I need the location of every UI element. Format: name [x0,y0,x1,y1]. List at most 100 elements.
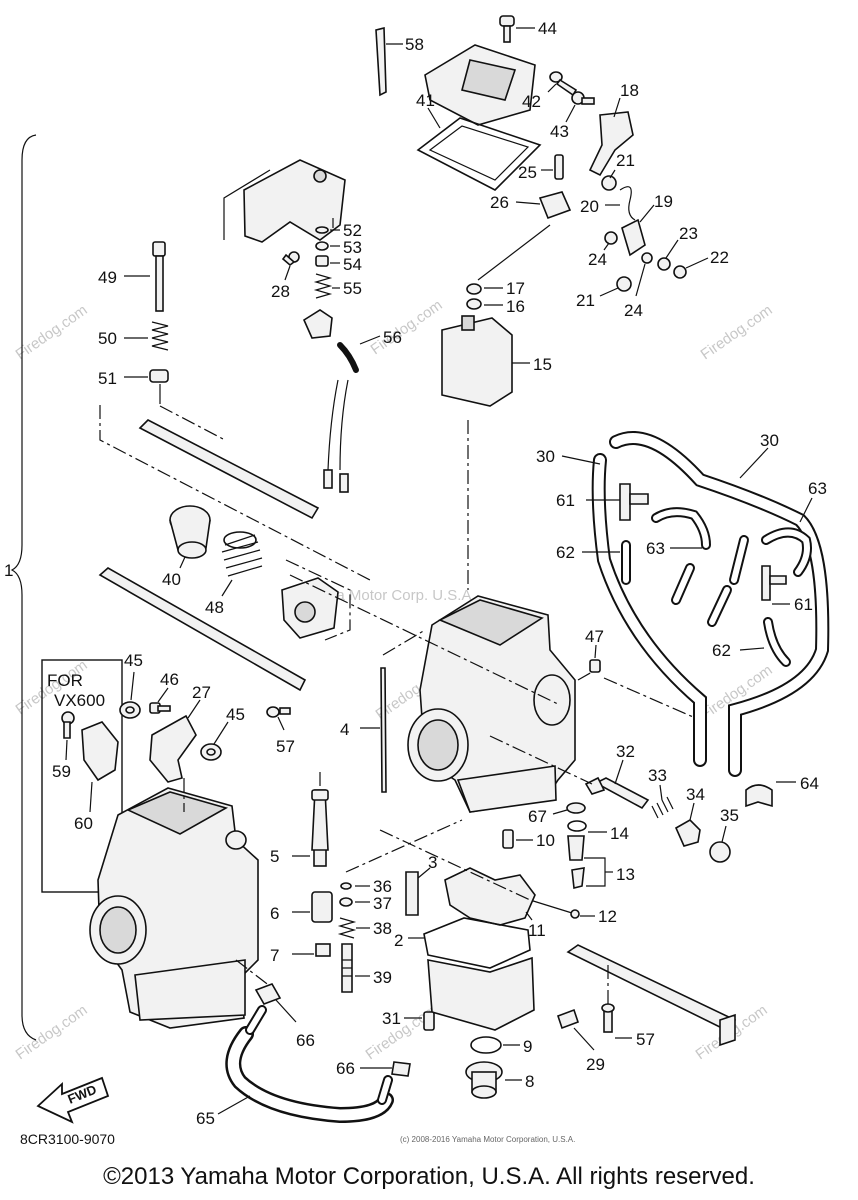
callout-12: 12 [598,907,617,926]
part-63-hose-a [651,507,711,550]
callout-45-a: 45 [124,651,143,670]
watermark-firedog-1: Firedog.com [368,297,446,359]
part-61-joint-b [761,565,787,601]
part-33-spring [651,796,674,819]
fwd-arrow-icon: FWD [36,1076,110,1124]
callout-49: 49 [98,268,117,287]
callout-27: 27 [192,683,211,702]
part-float-bowl [427,956,535,1031]
part-66-joint-a [245,983,282,1035]
part-25-screw [554,154,564,180]
part-19-lever [621,218,646,257]
part-30-hose-b [609,431,830,777]
callout-61-a: 61 [556,491,575,510]
callout-24-b: 24 [624,301,643,320]
part-20-spring [619,186,636,221]
callout-52: 52 [343,221,362,240]
part-9-o-ring [470,1036,502,1054]
copyright-notice: ©2013 Yamaha Motor Corporation, U.S.A. A… [103,1163,755,1190]
part-23-nut [657,257,671,271]
callout-31: 31 [382,1009,401,1028]
callout-16: 16 [506,297,525,316]
callout-63-b: 63 [808,479,827,498]
callout-35: 35 [720,806,739,825]
callout-42: 42 [522,92,541,111]
callout-48: 48 [205,598,224,617]
callout-21-a: 21 [616,151,635,170]
part-40-boot [169,505,211,559]
part-4-needle [380,667,387,793]
callout-14: 14 [610,824,629,843]
part-18-lever [588,111,634,177]
part-34-plug [674,819,701,847]
part-top-cover [424,44,536,126]
callout-9: 9 [523,1037,532,1056]
footer-small-watermark: (c) 2008-2016 Yamaha Motor Corporation, … [400,1135,575,1144]
callout-33: 33 [648,766,667,785]
part-bracket-plate [243,159,346,243]
part-35-cap [709,841,731,863]
part-57-screw-b [601,1003,615,1033]
callout-19: 19 [654,192,673,211]
callout-65: 65 [196,1109,215,1128]
part-37-washer [339,897,353,907]
part-8-plug [465,1061,503,1099]
callout-46: 46 [160,670,179,689]
callout-53: 53 [343,238,362,257]
part-56-plunger [302,309,359,373]
part-29-drain [556,1008,580,1030]
part-13-jet-a [567,835,585,861]
watermark-firedog-6: Firedog.com [13,1002,91,1064]
callout-41: 41 [416,91,435,110]
part-36-washer [340,882,352,890]
part-hose-segment-a [671,563,695,605]
callout-64: 64 [800,774,819,793]
part-hose-segment-c [707,585,732,627]
callout-26: 26 [490,193,509,212]
part-27-lever [149,714,197,783]
callout-11: 11 [528,921,546,940]
callout-38: 38 [373,919,392,938]
watermark-firedog-2: Firedog.com [13,302,91,364]
part-44-screw [499,15,515,43]
part-60-sensor [81,721,119,782]
callout-60: 60 [74,814,93,833]
part-54-nut [315,255,329,267]
diagram-code: 8CR3100-9070 [20,1131,115,1147]
callout-28: 28 [271,282,290,301]
callout-43: 43 [550,122,569,141]
callout-61-b: 61 [794,595,813,614]
part-66-joint-b [377,1061,411,1105]
callout-62-b: 62 [712,641,731,660]
part-61-joint-a [619,483,649,521]
part-breather-tube [138,419,320,520]
callout-30-b: 30 [760,431,779,450]
wire-terminal-a [323,469,333,489]
part-51-cap [149,369,169,383]
part-6-holder [311,891,333,923]
callout-5: 5 [270,847,279,866]
callout-20: 20 [580,197,599,216]
callout-36: 36 [373,877,392,896]
callout-37: 37 [373,894,392,913]
part-hose-segment-b [729,535,749,585]
part-21-collar-a [601,175,617,191]
callout-51: 51 [98,369,117,388]
part-48-spring [221,531,263,577]
callout-15: 15 [533,355,552,374]
callout-23: 23 [679,224,698,243]
callout-47: 47 [585,627,604,646]
part-28-screw [281,251,300,267]
callout-57-b: 57 [636,1030,655,1049]
callout-40: 40 [162,570,181,589]
callout-22: 22 [710,248,729,267]
part-46-screw [149,702,171,714]
part-starter-assembly [281,577,339,639]
part-link-rail [98,567,307,692]
vx600-label-line1: FOR [47,671,83,690]
callout-34: 34 [686,785,705,804]
part-62-hose-b [763,617,791,667]
part-67-washer [566,802,586,814]
part-59-screw [61,711,75,739]
